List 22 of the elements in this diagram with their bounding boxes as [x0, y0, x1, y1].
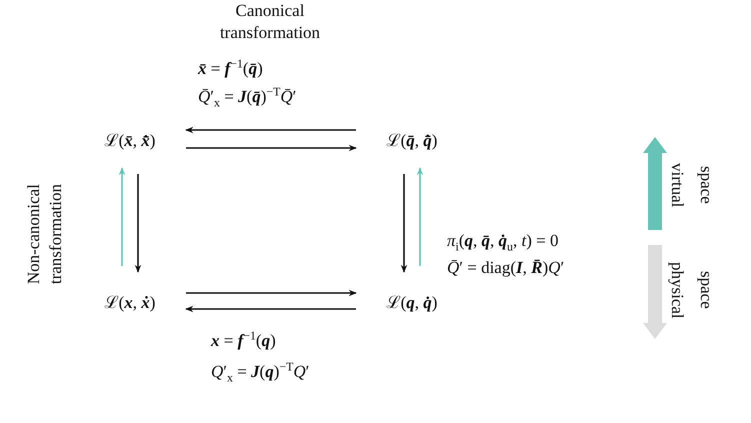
arrow: [400, 174, 408, 273]
arrow: [186, 144, 357, 152]
arrow: [416, 167, 424, 266]
caption-text: Non-canonical transformation: [22, 183, 66, 286]
caption-text: Canonical transformation: [218, 0, 322, 44]
arrow: [186, 290, 357, 296]
arrow: [185, 126, 356, 134]
lagrangian-formula: ℒ(q, q̇): [360, 284, 464, 318]
caption-text: physical space: [666, 260, 717, 320]
arrow: [118, 167, 126, 266]
equation: π$_{i}$(q, q̄, q̇$_{u}$, t) = 0: [447, 230, 558, 252]
equation: x̄ = f$^{−1}$(q̄): [198, 58, 263, 80]
equation: Q̄′$_{x}$ = J(q̄)$^{−T}$Q̄′: [198, 86, 296, 108]
lagrangian-formula: ℒ(q̄, q̄̇): [360, 122, 464, 156]
lagrangian-formula: ℒ(x̄, x̄̇): [78, 122, 182, 156]
equation: x = f$^{−1}$(q): [211, 330, 276, 352]
lagrangian-formula: ℒ(x, ẋ): [78, 284, 182, 318]
caption-text: virtual space: [666, 162, 717, 210]
arrow: [185, 306, 356, 312]
arrow: [134, 174, 142, 273]
equation: Q̄′ = diag(I, R̄)Q′: [447, 257, 564, 279]
equation: Q′$_{x}$ = J(q)$^{−T}$Q′: [211, 361, 310, 384]
